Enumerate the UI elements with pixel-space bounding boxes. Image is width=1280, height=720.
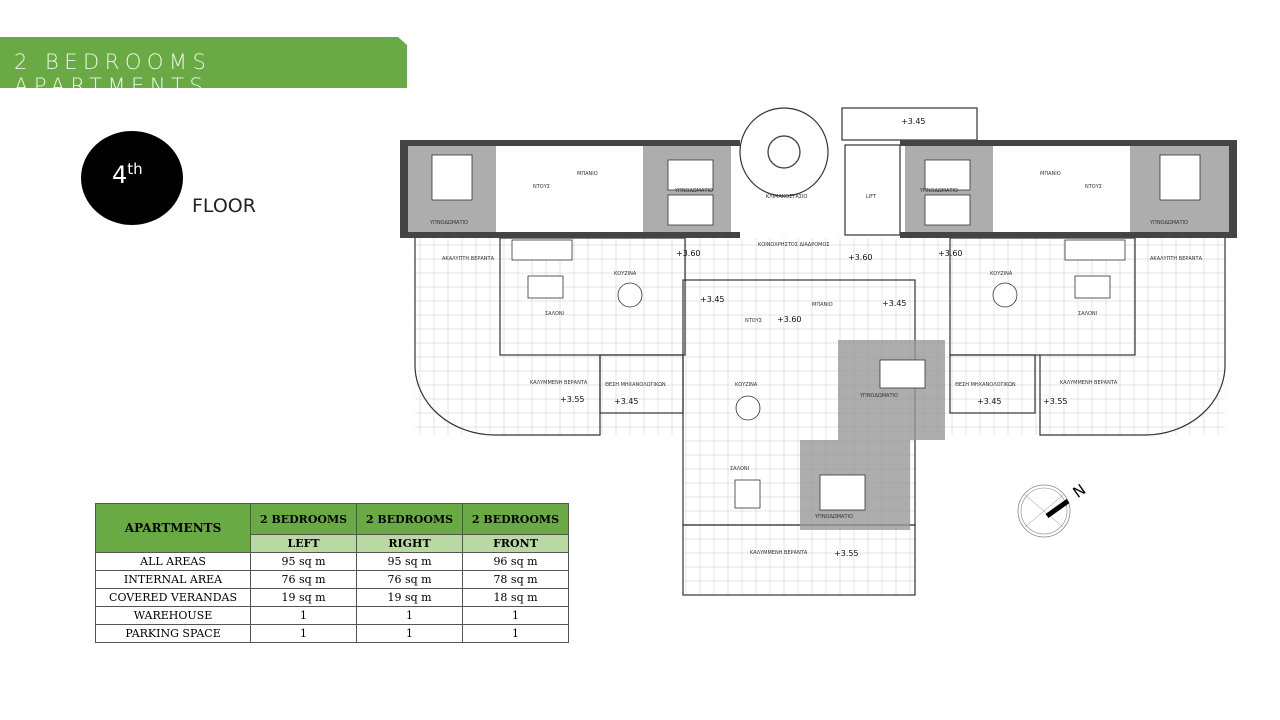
row-value: 76 sq m <box>356 570 463 589</box>
section-banner: 2 BEDROOMS APARTMENTS <box>0 37 407 88</box>
level-mark: +3.45 <box>614 397 639 406</box>
level-mark: +3.60 <box>848 253 873 262</box>
outer-walls <box>400 140 1237 238</box>
north-compass-icon: N <box>1017 480 1090 538</box>
apartments-table: APARTMENTS 2 BEDROOMS 2 BEDROOMS 2 BEDRO… <box>94 503 569 643</box>
room-label: ΜΠΑΝΙΟ <box>812 302 833 308</box>
row-label: WAREHOUSE <box>94 606 252 625</box>
floor-number: 4th <box>112 160 143 189</box>
room-label: ΘΕΣΗ ΜΗΧΑΝΟΛΟΓΙΚΩΝ <box>955 382 1016 388</box>
lift-shaft <box>844 144 901 236</box>
room-label: ΜΠΑΝΙΟ <box>577 171 598 177</box>
banner-title: 2 BEDROOMS APARTMENTS <box>14 50 212 98</box>
row-value: 1 <box>462 624 569 643</box>
row-value: 96 sq m <box>462 552 569 571</box>
stair-core <box>767 135 801 169</box>
row-value: 1 <box>462 606 569 625</box>
level-mark: +3.45 <box>901 117 926 126</box>
room-label: ΝΤΟΥΣ <box>533 184 550 190</box>
column-type: 2 BEDROOMS <box>250 503 358 535</box>
row-value: 78 sq m <box>462 570 569 589</box>
stair-outline <box>739 107 829 197</box>
level-mark: +3.45 <box>700 295 725 304</box>
room-label: ΥΠΝΟΔΩΜΑΤΙΟ <box>814 514 853 520</box>
column-side: LEFT <box>250 534 358 553</box>
level-mark: +3.55 <box>560 395 585 404</box>
room-label: ΥΠΝΟΔΩΜΑΤΙΟ <box>674 188 713 194</box>
level-mark: +3.45 <box>977 397 1002 406</box>
room-label: ΚΑΛΥΜΜΕΝΗ ΒΕΡΑΝΤΑ <box>1060 380 1118 386</box>
row-value: 1 <box>250 606 358 625</box>
level-mark: +3.55 <box>834 549 859 558</box>
room-label: ΥΠΝΟΔΩΜΑΤΙΟ <box>1149 220 1188 226</box>
row-value: 18 sq m <box>462 588 569 607</box>
furniture <box>431 154 1201 511</box>
row-label: PARKING SPACE <box>94 624 252 643</box>
room-label: ΣΑΛΟΝΙ <box>1078 311 1097 317</box>
mech-left <box>599 354 684 414</box>
mech-right <box>949 354 1036 414</box>
row-value: 76 sq m <box>250 570 358 589</box>
room-label: ΘΕΣΗ ΜΗΧΑΝΟΛΟΓΙΚΩΝ <box>605 382 666 388</box>
room-label: ΚΟΥΖΙΝΑ <box>735 382 758 388</box>
floor-number-value: 4 <box>112 161 128 189</box>
front-veranda <box>682 524 916 596</box>
level-mark: +3.45 <box>882 299 907 308</box>
room-labels: ΥΠΝΟΔΩΜΑΤΙΟ ΥΠΝΟΔΩΜΑΤΙΟ ΥΠΝΟΔΩΜΑΤΙΟ ΥΠΝΟ… <box>429 171 1203 556</box>
column-type: 2 BEDROOMS <box>462 503 569 535</box>
left-veranda-outline <box>414 238 601 436</box>
level-mark: +3.60 <box>777 315 802 324</box>
row-value: 95 sq m <box>356 552 463 571</box>
room-label: ΚΟΙΝΟΧΡΗΣΤΟΣ ΔΙΑΔΡΟΜΟΣ <box>758 242 830 248</box>
row-value: 1 <box>356 624 463 643</box>
room-label: ΑΚΑΛΥΠΤΗ ΒΕΡΑΝΤΑ <box>442 256 495 262</box>
floor-badge <box>81 131 183 225</box>
row-value: 1 <box>356 606 463 625</box>
level-mark: +3.60 <box>938 249 963 258</box>
room-label: ΑΚΑΛΥΠΤΗ ΒΕΡΑΝΤΑ <box>1150 256 1203 262</box>
room-label: ΣΑΛΟΝΙ <box>545 311 564 317</box>
room-label: ΝΤΟΥΣ <box>1085 184 1102 190</box>
row-label: ALL AREAS <box>94 552 252 571</box>
room-label: ΥΠΝΟΔΩΜΑΤΙΟ <box>859 393 898 399</box>
room-label: ΚΑΛΥΜΜΕΝΗ ΒΕΡΑΝΤΑ <box>750 550 808 556</box>
room-label: ΚΟΥΖΙΝΑ <box>614 271 637 277</box>
room-label: ΥΠΝΟΔΩΜΑΤΙΟ <box>919 188 958 194</box>
right-veranda-outline <box>1039 238 1226 436</box>
north-label: N <box>1070 480 1090 501</box>
row-value: 1 <box>250 624 358 643</box>
room-label: ΚΛΙΜΑΚΟΣΤΑΣΙΟ <box>766 194 807 200</box>
room-label: ΜΠΑΝΙΟ <box>1040 171 1061 177</box>
room-label: ΝΤΟΥΣ <box>745 318 762 324</box>
room-label: ΥΠΝΟΔΩΜΑΤΙΟ <box>429 220 468 226</box>
room-label: ΣΑΛΟΝΙ <box>730 466 749 472</box>
column-type: 2 BEDROOMS <box>356 503 463 535</box>
row-value: 19 sq m <box>250 588 358 607</box>
row-label: COVERED VERANDAS <box>94 588 252 607</box>
level-marks: +3.45 +3.60 +3.60 +3.60 +3.60 +3.45 +3.4… <box>560 117 1068 558</box>
room-label: ΚΟΥΖΙΝΑ <box>990 271 1013 277</box>
floor-number-suffix: th <box>127 160 143 178</box>
level-mark: +3.60 <box>676 249 701 258</box>
table-header: APARTMENTS <box>94 503 252 553</box>
row-label: INTERNAL AREA <box>94 570 252 589</box>
room-label: ΚΑΛΥΜΜΕΝΗ ΒΕΡΑΝΤΑ <box>530 380 588 386</box>
level-mark: +3.55 <box>1043 397 1068 406</box>
room-label: LIFT <box>866 194 877 200</box>
row-value: 19 sq m <box>356 588 463 607</box>
row-value: 95 sq m <box>250 552 358 571</box>
floor-label: FLOOR <box>192 195 256 217</box>
column-side: FRONT <box>462 534 569 553</box>
column-side: RIGHT <box>356 534 463 553</box>
